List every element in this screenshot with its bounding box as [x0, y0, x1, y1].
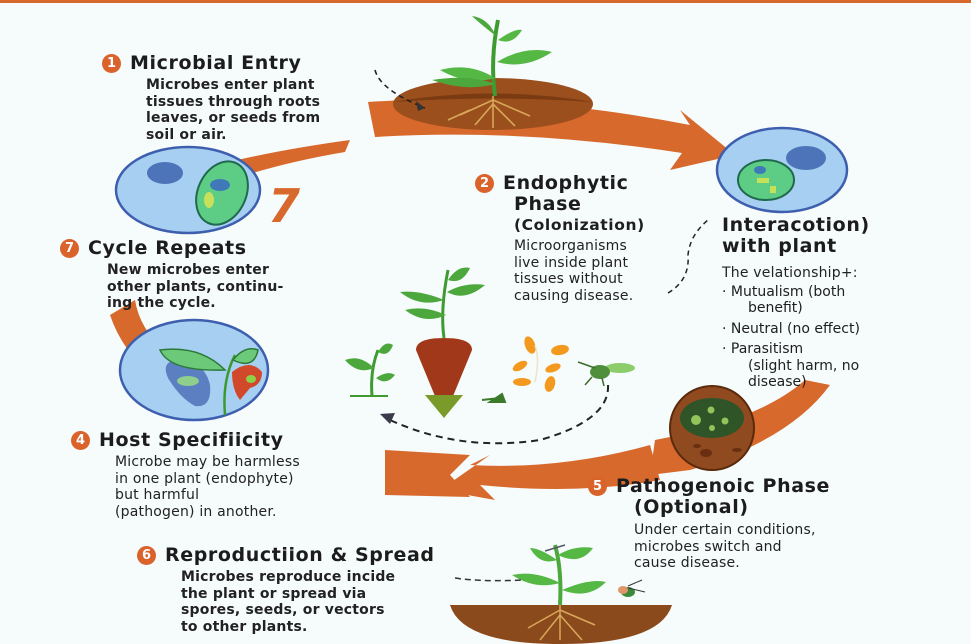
plant-with-roots-icon [450, 544, 672, 644]
stage-title-line: Interacotion) [722, 214, 870, 236]
stage-heading: 5 Pathogenoic Phase [588, 476, 830, 497]
relationship-intro: The velationship+: [722, 265, 858, 281]
stage-description-line: but harmful [115, 487, 200, 503]
stage-description-line: other plants, continu- [107, 278, 284, 295]
stage-description-line: spores, seeds, or vectors [181, 602, 385, 618]
stage-pathogenic-phase: 5 Pathogenoic Phase (Optional) Under cer… [588, 476, 830, 572]
stage-title: Microbial Entry [130, 52, 302, 74]
microbe-cell-icon [715, 126, 849, 214]
stage-description-line: the plant or spread via [181, 585, 367, 602]
microbe-cell-icon [114, 145, 262, 235]
diseased-tissue-icon [669, 385, 755, 471]
stage-title-line: with plant [722, 235, 837, 257]
stage-heading: 2 Endophytic [475, 173, 645, 194]
stage-heading: 1 Microbial Entry [102, 53, 320, 74]
spread-dashed-arrow [389, 384, 610, 445]
step-badge: 2 [475, 174, 494, 193]
infected-leaf-cell-icon [118, 318, 270, 422]
reproduction-dashed-arrow [454, 577, 526, 582]
stage-heading: 6 Reproductiion & Spread [137, 545, 435, 566]
stage-microbial-entry: 1 Microbial Entry Microbes enter plant t… [102, 53, 320, 143]
stage-reproduction-spread: 6 Reproductiion & Spread Microbes reprod… [137, 545, 435, 635]
colonization-dashed-arrow [667, 219, 709, 294]
step-badge: 7 [60, 239, 79, 258]
stage-description-line: soil or air. [146, 126, 227, 143]
step-badge: 1 [102, 54, 121, 73]
stage-heading: 7 Cycle Repeats [60, 238, 284, 259]
insect-vector-icon [577, 361, 635, 387]
stage-description-line: Microbes reproduce incide [181, 569, 396, 585]
stage-title: Host Specifiicity [99, 429, 284, 451]
small-insect-icon [618, 579, 646, 597]
sprout-icon [345, 343, 395, 397]
stage-description-line: microbes switch and [634, 538, 782, 555]
stage-description-line: cause disease. [634, 555, 740, 571]
stage-description-line: causing disease. [514, 287, 634, 304]
small-seedling-icon [481, 392, 507, 403]
stage-description-line: ing the cycle. [107, 295, 216, 311]
decor-number: 7 [268, 179, 300, 233]
step-badge: 4 [71, 431, 90, 450]
step-badge: 6 [137, 546, 156, 565]
stage-description-line: Under certain conditions, [634, 522, 816, 538]
stage-description-line: New microbes enter [107, 262, 270, 278]
stage-description-line: in one plant (endophyte) [115, 470, 294, 487]
stage-endophytic-phase: 2 Endophytic Phase (Colonization) Microo… [475, 173, 645, 304]
step-badge: 5 [588, 477, 607, 496]
stage-title: Cycle Repeats [88, 237, 247, 259]
stage-title-line: (Optional) [634, 496, 749, 518]
stage-description-line: tissues through roots [146, 93, 321, 110]
stage-interaction-with-plant: Interacotion) with plant The velationshi… [722, 215, 870, 395]
stage-heading: 4 Host Specifiicity [71, 430, 300, 451]
stage-cycle-repeats: 7 Cycle Repeats New microbes enter other… [60, 238, 284, 312]
seedling-in-soil-icon [393, 16, 593, 130]
stage-title-line: Phase [514, 193, 582, 215]
stage-title: Pathogenoic Phase [616, 475, 831, 497]
spores-icon [512, 336, 569, 392]
top-accent-bar [0, 0, 971, 3]
stage-title: Endophytic [503, 172, 629, 194]
stage-description-line: tissues without [514, 271, 623, 287]
stage-description-line: live inside plant [514, 254, 629, 271]
stage-description-line: Microbes enter plant [146, 77, 315, 93]
stage-description-line: Microbe may be harmless [115, 454, 300, 470]
stage-description-line: leaves, or seeds from [146, 110, 321, 126]
stage-description-line: to other plants. [181, 618, 308, 635]
stage-description-line: Microorganisms [514, 238, 628, 254]
stage-title: Reproductiion & Spread [165, 544, 435, 566]
stage-description-line: (pathogen) in another. [115, 503, 277, 520]
relationship-item: Neutral (no effect) [722, 321, 870, 338]
stage-subtitle: (Colonization) [514, 216, 645, 234]
root-plant-icon [400, 267, 485, 418]
stage-host-specificity: 4 Host Specifiicity Microbe may be harml… [71, 430, 300, 520]
